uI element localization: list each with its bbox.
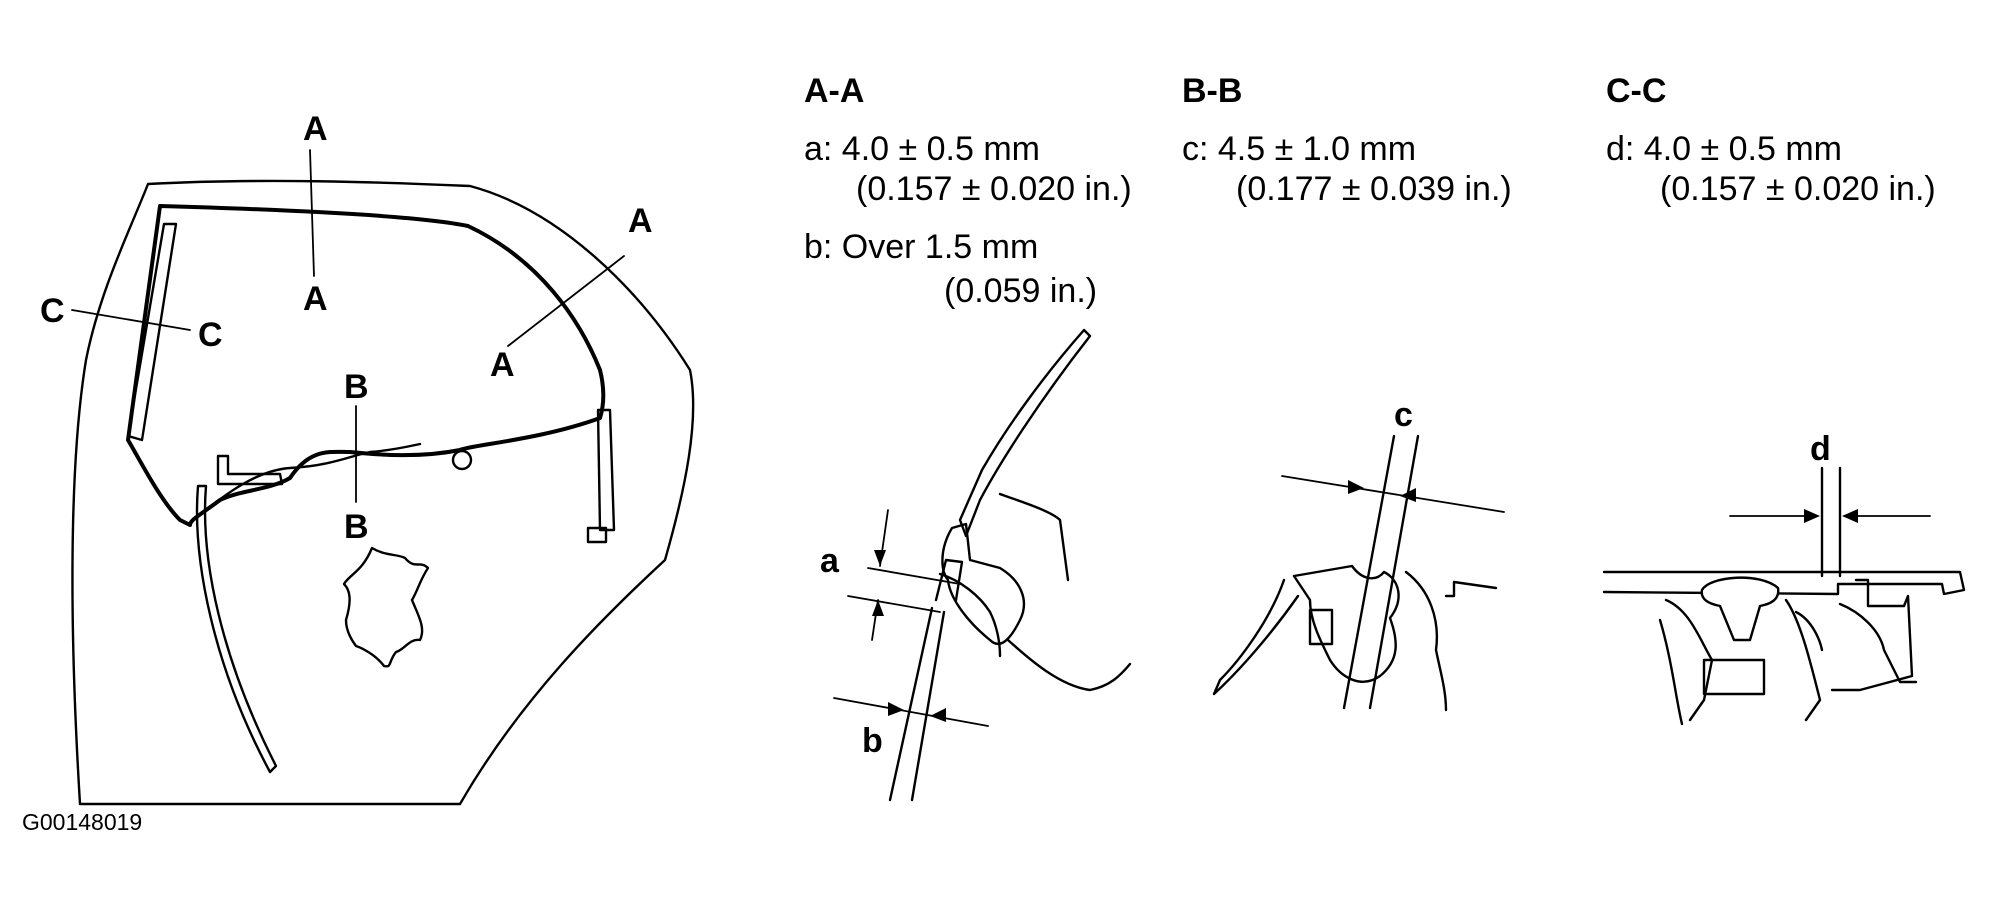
section-cc: C-C d: 4.0 ± 0.5 mm (0.157 ± 0.020 in.) … <box>1602 72 1966 726</box>
bb-outer-panel <box>1212 578 1300 696</box>
cc-clip-base <box>1702 658 1766 696</box>
aa-seal-inner <box>938 572 1002 658</box>
cc-top-flange <box>1602 570 1966 596</box>
lower-run-channel <box>195 484 278 774</box>
rear-glass-channel <box>126 222 178 442</box>
door-overview: A A A A B B C C <box>40 110 695 806</box>
label-a-right1: A <box>628 202 653 240</box>
bb-dim-c-line <box>1281 475 1505 513</box>
figure-code: G00148019 <box>22 809 142 835</box>
section-cc-title: C-C <box>1606 72 1666 110</box>
bb-inner-panel <box>1404 570 1498 712</box>
aa-dim-a-arrowhead2 <box>872 600 884 616</box>
aa-dim-a-label: a <box>820 542 840 580</box>
aa-outer-panel <box>958 328 1092 538</box>
bb-seal-block <box>1308 608 1334 646</box>
cc-right-bracket <box>1830 578 1914 692</box>
cc-outer-panel <box>1658 602 1918 726</box>
run-channel-clip <box>586 526 608 544</box>
door-hole <box>451 449 473 471</box>
window-frame <box>126 204 606 527</box>
section-bb-title: B-B <box>1182 72 1242 110</box>
section-aa-title: A-A <box>804 72 864 110</box>
label-a-right2: A <box>490 346 515 384</box>
aa-dim-b-arrowhead1 <box>888 702 904 716</box>
aa-dim-b-arrowhead2 <box>930 708 946 722</box>
spec-b-line1: b: Over 1.5 mm <box>804 228 1038 266</box>
aa-dim-b-line <box>833 697 989 727</box>
spec-a-line2: (0.157 ± 0.020 in.) <box>856 170 1132 208</box>
spec-d-line1: d: 4.0 ± 0.5 mm <box>1606 130 1842 168</box>
bb-seal <box>1292 564 1400 683</box>
spec-a-line1: a: 4.0 ± 0.5 mm <box>804 130 1040 168</box>
spec-d-line2: (0.157 ± 0.020 in.) <box>1660 170 1936 208</box>
aa-dim-b-label: b <box>862 722 883 760</box>
bb-glass <box>1342 434 1420 710</box>
cc-dim-d-arrowhead2 <box>1842 509 1858 523</box>
section-line-a-top <box>309 149 315 277</box>
aa-inner-panel <box>998 492 1070 582</box>
bb-dim-c-arrowhead1 <box>1348 480 1364 494</box>
chamois-leather <box>342 546 430 668</box>
bb-dim-c-label: c <box>1394 396 1413 434</box>
aa-dim-a-line2 <box>847 595 941 613</box>
aa-dim-a-arrowhead1 <box>874 550 886 566</box>
aa-seal-lip <box>1006 638 1132 692</box>
cc-clip <box>1700 576 1780 642</box>
belt-line <box>198 442 422 517</box>
label-b-bottom: B <box>344 508 369 546</box>
label-c-right: C <box>198 316 223 354</box>
cc-seal <box>1664 598 1824 722</box>
cc-dim-d-arrowhead1 <box>1804 509 1820 523</box>
section-line-c <box>71 309 191 331</box>
spec-b-line2: (0.059 in.) <box>944 272 1097 310</box>
bracket-left <box>216 454 284 486</box>
bb-dim-c-arrowhead2 <box>1400 488 1416 502</box>
label-a-top1: A <box>303 110 328 148</box>
section-aa: A-A a: 4.0 ± 0.5 mm (0.157 ± 0.020 in.) … <box>804 72 1132 802</box>
aa-dim-a-line1 <box>867 567 961 585</box>
spec-c-line2: (0.177 ± 0.039 in.) <box>1236 170 1512 208</box>
section-bb: B-B c: 4.5 ± 1.0 mm (0.177 ± 0.039 in.) … <box>1182 72 1512 712</box>
door-outer-panel <box>71 179 695 806</box>
aa-glass <box>888 606 946 802</box>
label-c-left: C <box>40 292 65 330</box>
cc-glass <box>1820 466 1842 578</box>
aa-seal <box>941 522 1026 646</box>
spec-c-line1: c: 4.5 ± 1.0 mm <box>1182 130 1416 168</box>
front-run-channel <box>596 408 616 532</box>
section-line-a-right <box>507 255 625 347</box>
label-b-top: B <box>344 368 369 406</box>
label-a-top2: A <box>303 280 328 318</box>
cc-dim-d-label: d <box>1810 430 1831 468</box>
